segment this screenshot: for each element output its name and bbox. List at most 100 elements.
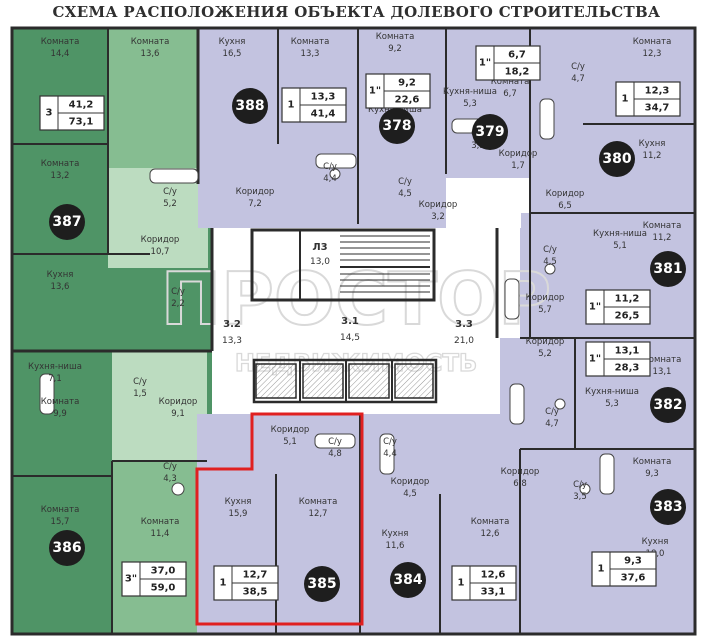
room-name: Комната: [41, 505, 80, 515]
room-area: 6,7: [503, 89, 517, 99]
room-name: Комната: [41, 37, 80, 47]
apt-total-area: 37,6: [621, 573, 646, 584]
hall-32-label: 3.2: [223, 319, 241, 330]
room-name: Коридор: [546, 189, 585, 199]
room-name: Коридор: [499, 149, 538, 159]
room-area: 15,9: [229, 509, 248, 519]
apt-living-area: 12,3: [645, 86, 670, 97]
apartment-info-box: 341,273,1: [39, 95, 105, 131]
room-area: 4,4: [323, 174, 337, 184]
apartment-info-box: 112,738,5: [213, 565, 279, 601]
bathtub-icon: [539, 98, 555, 140]
apartment-number-badge: 380: [599, 141, 635, 177]
room-area: 7,2: [248, 199, 262, 209]
bathtub-icon: [599, 453, 615, 495]
toilet-icon: [544, 263, 556, 275]
lz-label: Л3: [312, 242, 327, 253]
room-name: Комната: [291, 37, 330, 47]
room-label: С/у3,5: [573, 480, 587, 502]
apt-living-area: 11,2: [615, 294, 640, 305]
apartment-number: 387: [52, 214, 81, 230]
apt-rooms: 1": [589, 354, 601, 365]
room-label: С/у4,5: [398, 177, 412, 199]
apt-rooms: 1: [598, 564, 605, 575]
room-name: Коридор: [501, 467, 540, 477]
room-name: Кухня: [47, 270, 74, 280]
room-name: С/у: [171, 287, 185, 297]
hall-33-area: 21,0: [454, 336, 474, 346]
hall-31-area: 14,5: [340, 333, 360, 343]
room-label: С/у4,5: [543, 245, 557, 267]
fixtures: [39, 98, 615, 496]
room-area: 13,6: [51, 282, 70, 292]
room-area: 4,5: [403, 489, 417, 499]
apt-total-area: 33,1: [481, 587, 506, 598]
room-name: Коридор: [526, 293, 565, 303]
apt-living-area: 41,2: [69, 100, 94, 111]
room-area: 16,5: [223, 49, 242, 59]
apt-living-area: 9,2: [398, 78, 416, 89]
room-name: С/у: [323, 162, 337, 172]
room-name: Коридор: [419, 200, 458, 210]
room-name: Кухня: [642, 537, 669, 547]
room-area: 11,4: [151, 529, 170, 539]
room-label: Комната 13,3: [291, 37, 330, 59]
room-area: 3,2: [431, 212, 445, 222]
room-area: 9,9: [53, 409, 67, 419]
room-label: С/у1,5: [133, 377, 147, 399]
apt-387-room-fill: [108, 28, 198, 168]
apt-386-corridor-fill: [112, 351, 207, 461]
apartment-number-badge: 379: [472, 114, 508, 150]
room-area: 5,1: [283, 437, 297, 447]
room-name: Комната: [41, 159, 80, 169]
room-area: 13,2: [51, 171, 70, 181]
room-name: Комната: [643, 221, 682, 231]
room-name: С/у: [545, 407, 559, 417]
room-area: 9,1: [171, 409, 185, 419]
room-area: 5,1: [613, 241, 627, 251]
bathtub-icon: [379, 433, 395, 475]
elevators: [255, 363, 434, 399]
apt-rooms: 1": [479, 58, 491, 69]
room-area: 5,3: [605, 399, 619, 409]
room-name: С/у: [571, 62, 585, 72]
room-name: Кухня-ниша: [443, 87, 497, 97]
room-name: Коридор: [271, 425, 310, 435]
apartment-info-box: 1"13,128,3: [585, 341, 651, 377]
elevator-1: [255, 363, 297, 399]
apartment-number: 383: [653, 499, 682, 515]
room-name: С/у: [573, 480, 587, 490]
room-name: Комната: [471, 517, 510, 527]
apartment-number-badge: 388: [232, 88, 268, 124]
core-top-fill: [446, 178, 521, 228]
room-name: С/у: [383, 437, 397, 447]
room-area: 4,5: [543, 257, 557, 267]
room-label: Комната 13,2: [41, 159, 80, 181]
room-name: Кухня: [225, 497, 252, 507]
apartment-number: 384: [393, 572, 422, 588]
room-area: 4,7: [571, 74, 585, 84]
room-area: 7,1: [48, 374, 62, 384]
room-area: 13,3: [301, 49, 320, 59]
apartment-number: 379: [475, 124, 504, 140]
room-name: Кухня-ниша: [585, 387, 639, 397]
room-area: 4,4: [383, 449, 397, 459]
room-name: Комната: [376, 32, 415, 42]
apt-387-corridor-fill: [108, 168, 208, 268]
room-area: 4,3: [163, 474, 177, 484]
room-name: С/у: [163, 187, 177, 197]
